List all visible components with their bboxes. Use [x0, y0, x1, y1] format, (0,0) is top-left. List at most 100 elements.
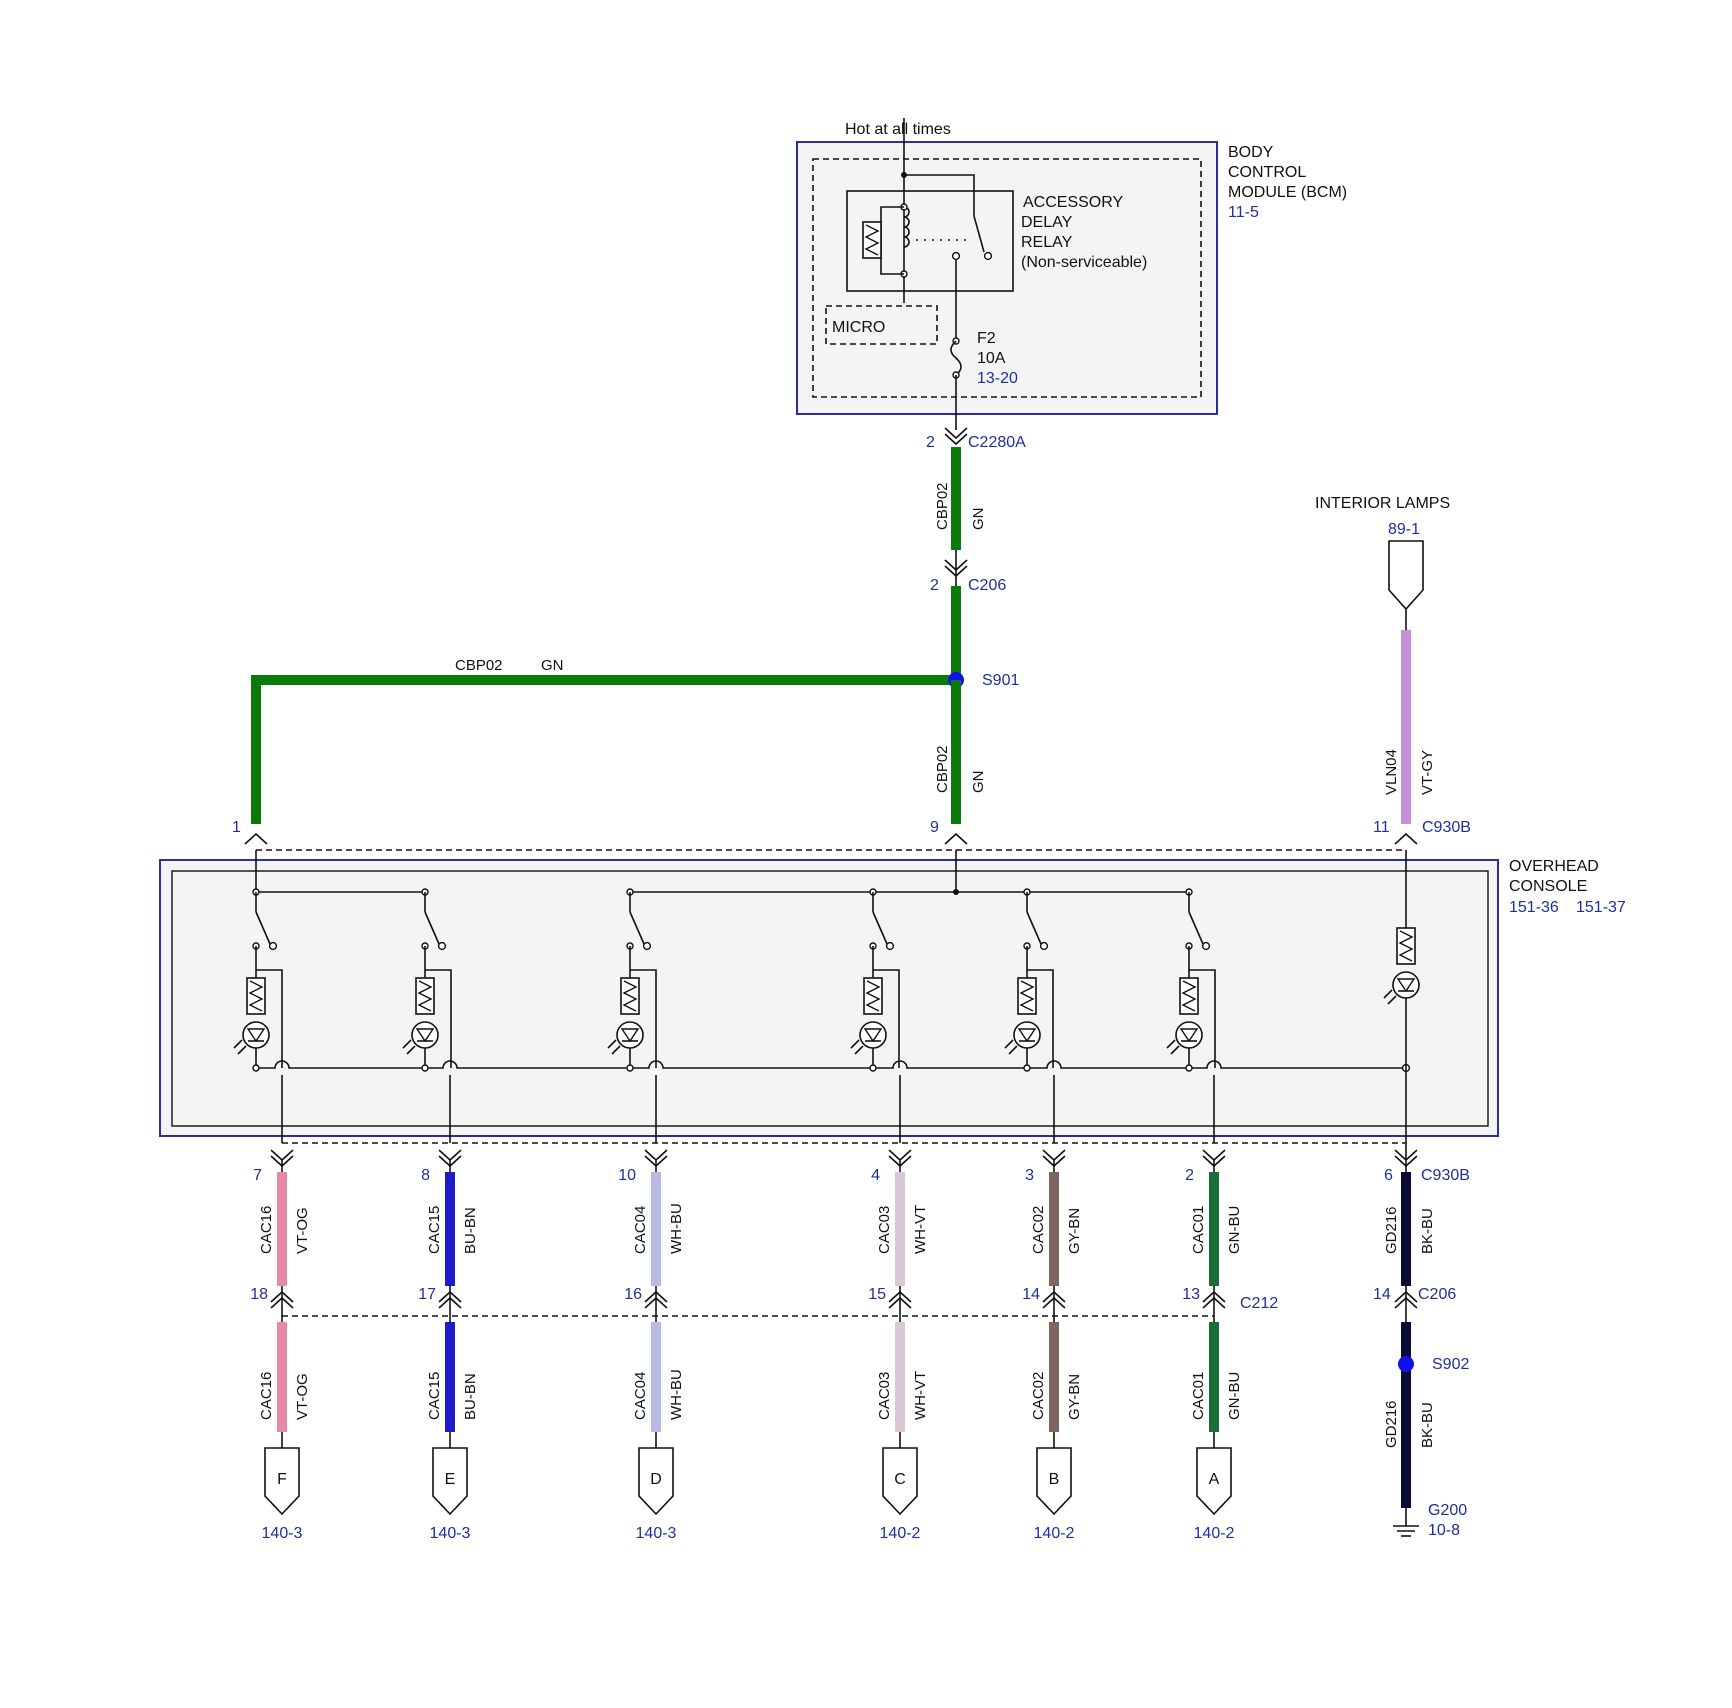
output-pin-top: 7: [253, 1167, 262, 1184]
relay-label-line-4: (Non-serviceable): [1021, 254, 1147, 271]
wire-gd216-lower-color: BK-BU: [1419, 1402, 1436, 1448]
fuse-rating: 10A: [977, 350, 1006, 367]
resistor-icon: [620, 977, 640, 1015]
wire-cbp02-upper-color: GN: [970, 508, 987, 531]
lamp-circuit: [1166, 888, 1216, 1143]
wire-color-label: BU-BN: [462, 1207, 479, 1254]
overhead-console-outline: [159, 859, 1499, 1137]
connector-ref[interactable]: 140-3: [636, 1525, 677, 1542]
resistor-icon: [863, 977, 883, 1015]
connector-plug-icon[interactable]: [1196, 1447, 1232, 1516]
lamp-circuit: [607, 888, 657, 1143]
wire-cac16-upper: [277, 1172, 287, 1286]
s901-label: S901: [982, 672, 1019, 689]
connector-letter: B: [1049, 1471, 1060, 1488]
wire-circuit-label: CAC16: [258, 1372, 275, 1420]
wire-color-label: BU-BN: [462, 1373, 479, 1420]
ground-name[interactable]: G200: [1428, 1502, 1467, 1519]
wire-circuit-label: CAC02: [1030, 1372, 1047, 1420]
console-top-connector-name[interactable]: C930B: [1422, 819, 1471, 836]
overhead-console-inner: [171, 870, 1489, 1127]
wire-cbp02-lower-color: GN: [970, 771, 987, 794]
relay-label-line-2: DELAY: [1021, 214, 1073, 231]
c2280a-name[interactable]: C2280A: [968, 434, 1026, 451]
console-lamp-circuits: [233, 850, 1420, 1143]
wire-vln04: [1401, 630, 1411, 824]
overhead-console: OVERHEAD CONSOLE 151-36 151-37: [159, 850, 1626, 1143]
output-pin-bottom: 14: [1022, 1286, 1040, 1303]
led-icon: [242, 1021, 270, 1049]
ground-connector-top[interactable]: C930B: [1421, 1167, 1470, 1184]
relay-label-line-3: RELAY: [1021, 234, 1073, 251]
interior-lamps-ref[interactable]: 89-1: [1388, 521, 1420, 538]
ground-icon: [1393, 1525, 1419, 1537]
wire-circuit-label: CAC15: [426, 1206, 443, 1254]
wire-cac02-lower: [1049, 1322, 1059, 1432]
led-icon: [616, 1021, 644, 1049]
wire-cbp02-upper-circuit: CBP02: [934, 482, 951, 530]
connector-c206-top: 2 C206: [930, 550, 1006, 594]
bcm-ref[interactable]: 11-5: [1228, 204, 1259, 221]
output-pin-bottom: 13: [1182, 1286, 1200, 1303]
bcm-name-line-3: MODULE (BCM): [1228, 184, 1347, 201]
lamp-circuit: [850, 888, 901, 1143]
connector-plug-icon[interactable]: [638, 1447, 674, 1516]
relay-label-line-1: ACCESSORY: [1023, 194, 1124, 211]
connector-ref[interactable]: 140-3: [430, 1525, 471, 1542]
wire-cac01-lower: [1209, 1322, 1219, 1432]
connector-ref[interactable]: 140-2: [1194, 1525, 1235, 1542]
connector-ref[interactable]: 140-3: [262, 1525, 303, 1542]
wire-gd216-lower-circuit: GD216: [1383, 1400, 1400, 1448]
connector-plug-icon[interactable]: [882, 1447, 918, 1516]
wire-cac03-upper: [895, 1172, 905, 1286]
wire-vln04-circuit: VLN04: [1383, 749, 1400, 795]
interior-lamp-circuit: [1383, 850, 1420, 1136]
led-icon: [859, 1021, 887, 1049]
connector-letter: E: [445, 1471, 456, 1488]
connector-c212: C212: [282, 1295, 1278, 1317]
connector-ref[interactable]: 140-2: [880, 1525, 921, 1542]
wire-color-label: VT-OG: [294, 1207, 311, 1254]
connector-plug-icon[interactable]: [264, 1447, 300, 1516]
bcm-internal-boundary: [812, 158, 1202, 398]
wire-cbp02-branch-color: GN: [541, 657, 564, 674]
overhead-console-ref-1[interactable]: 151-36: [1509, 899, 1559, 916]
wire-gd216-upper-circuit: GD216: [1383, 1206, 1400, 1254]
bcm-name-line-1: BODY: [1228, 144, 1274, 161]
wire-gd216-upper: [1401, 1172, 1411, 1286]
wire-cac01-upper: [1209, 1172, 1219, 1286]
connector-plug-icon[interactable]: [1036, 1447, 1072, 1516]
wire-gd216-upper-color: BK-BU: [1419, 1208, 1436, 1254]
connector-c2280a: 2 C2280A: [926, 427, 1026, 451]
led-icon: [411, 1021, 439, 1049]
ground-connector-bottom[interactable]: C206: [1418, 1286, 1456, 1303]
lamp-circuit: [1004, 888, 1055, 1143]
c212-label[interactable]: C212: [1240, 1295, 1278, 1312]
overhead-console-ref-2[interactable]: 151-37: [1576, 899, 1626, 916]
resistor-icon: [415, 977, 435, 1015]
console-pin-9: 9: [930, 819, 939, 836]
bcm-supply-label: Hot at all times: [845, 121, 951, 138]
body-control-module: Hot at all times BODY CONTROL MODULE (BC…: [796, 118, 1347, 430]
ground-circuit: 6 C930B GD216 BK-BU 14 C206 S902 GD216 B…: [1373, 1136, 1470, 1539]
connector-ref[interactable]: 140-2: [1034, 1525, 1075, 1542]
c206-top-name[interactable]: C206: [968, 577, 1006, 594]
ground-ref[interactable]: 10-8: [1428, 1522, 1460, 1539]
fuse-ref[interactable]: 13-20: [977, 370, 1018, 387]
resistor-icon: [1179, 977, 1199, 1015]
wire-cac15-upper: [445, 1172, 455, 1286]
wire-circuit-label: CAC04: [632, 1372, 649, 1420]
wire-cac03-lower: [895, 1322, 905, 1432]
fuse-f2-icon: [950, 340, 962, 376]
wire-circuit-label: CAC03: [876, 1372, 893, 1420]
connector-letter: A: [1209, 1471, 1220, 1488]
interior-lamps-plug-icon: [1388, 540, 1424, 611]
connector-plug-icon[interactable]: [432, 1447, 468, 1516]
